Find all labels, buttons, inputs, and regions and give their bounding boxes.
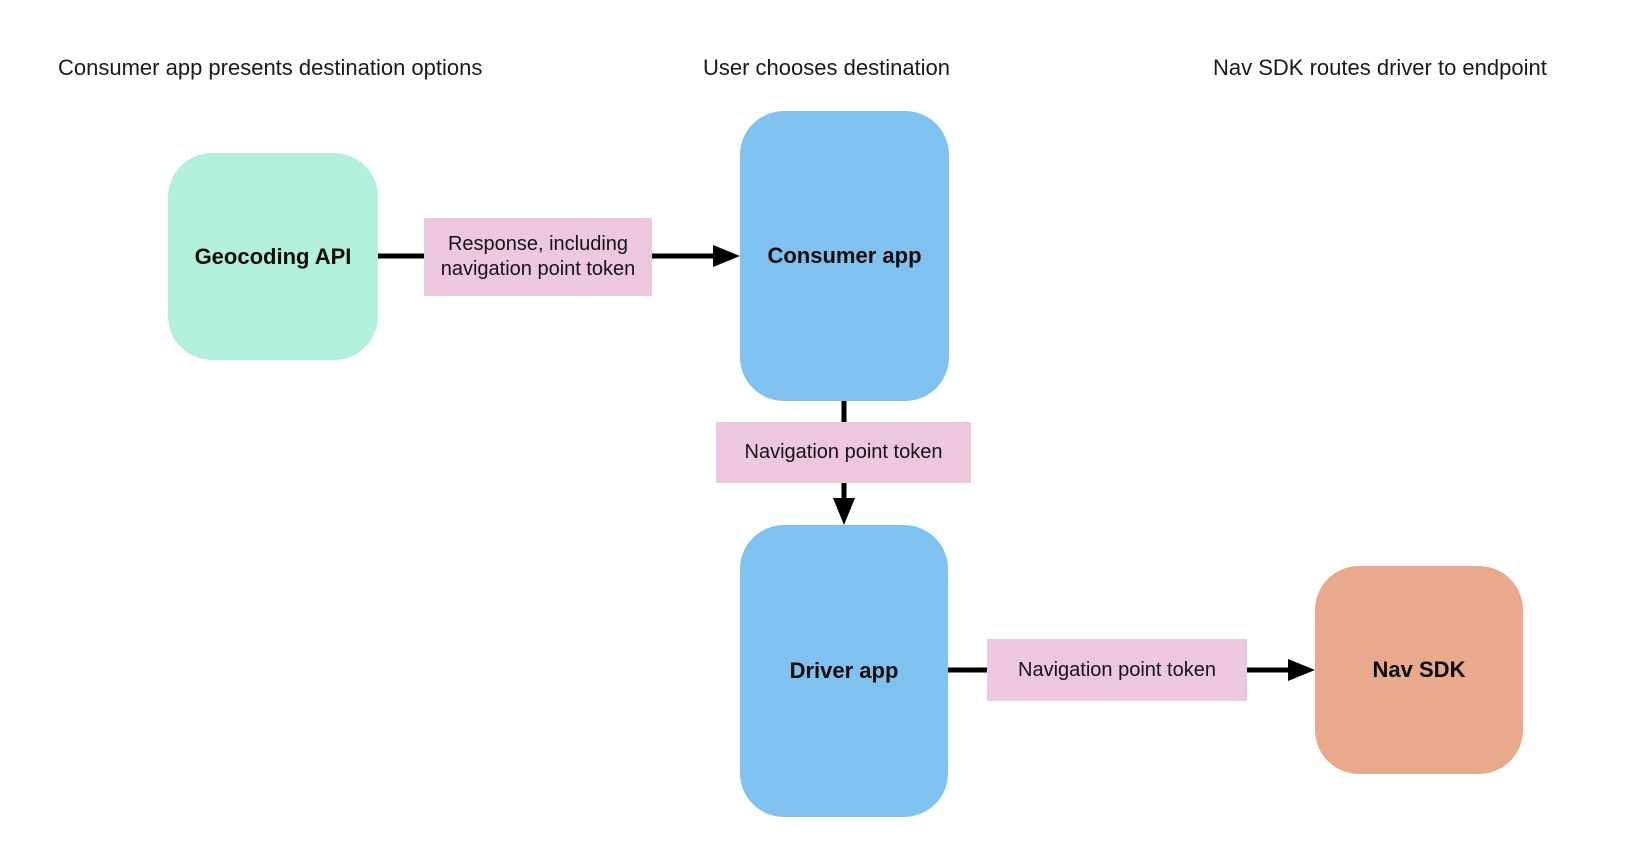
edge-label-response-including-token: Response, including navigation point tok…: [424, 218, 652, 296]
node-geocoding-api-label: Geocoding API: [194, 243, 352, 269]
edge-label-navigation-point-token-driver-navsdk: Navigation point token: [987, 639, 1247, 701]
stage-header-user-chooses: User chooses destination: [703, 55, 951, 80]
node-consumer-app-label: Consumer app: [767, 243, 922, 268]
edge-label-navigation-point-token-consumer-driver: Navigation point token: [716, 422, 971, 483]
stage-header-navsdk-routes: Nav SDK routes driver to endpoint: [1213, 55, 1547, 80]
stage-header-consumer-presents: Consumer app presents destination option…: [58, 55, 483, 80]
node-nav-sdk-label: Nav SDK: [1372, 657, 1466, 682]
node-driver-app: Driver app: [740, 525, 948, 817]
node-consumer-app: Consumer app: [740, 111, 949, 401]
node-driver-app-label: Driver app: [789, 658, 899, 683]
node-geocoding-api: Geocoding API: [168, 153, 378, 360]
node-nav-sdk: Nav SDK: [1315, 566, 1523, 774]
